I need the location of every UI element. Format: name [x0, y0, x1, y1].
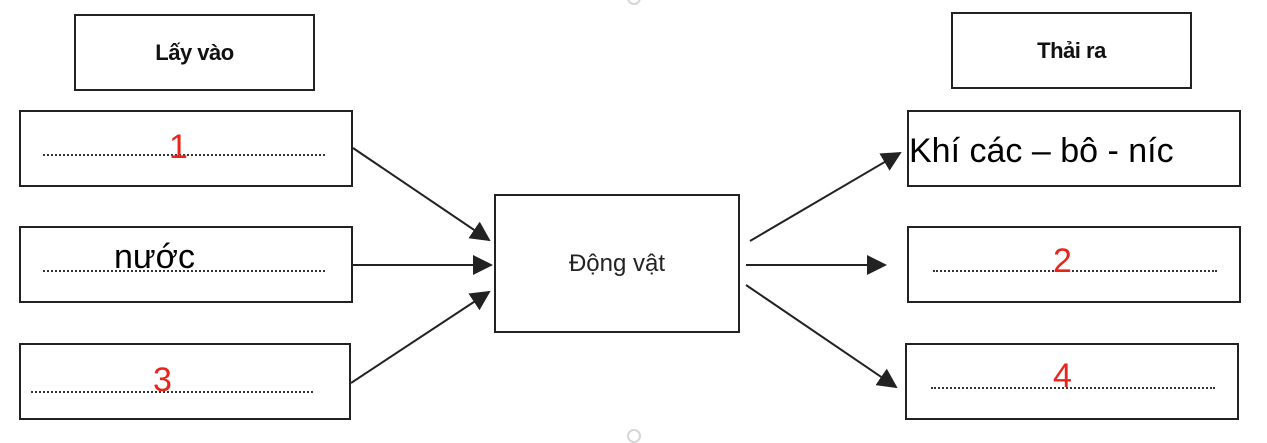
input-box-2: nước	[19, 226, 353, 303]
dotted-line	[43, 154, 325, 156]
output-box-3: 4	[905, 343, 1239, 420]
output-header: Thải ra	[951, 12, 1192, 89]
input-header: Lấy vào	[74, 14, 315, 91]
output-header-label: Thải ra	[1037, 37, 1106, 63]
output-box-1: Khí các – bô - níc	[907, 110, 1241, 187]
input-text-water: nước	[114, 238, 195, 276]
arrow-output-1	[749, 151, 902, 242]
arrow-input-1	[352, 147, 491, 242]
center-box-animal: Động vật	[494, 194, 740, 333]
output-text-co2: Khí các – bô - níc	[909, 132, 1174, 170]
input-box-1: 1	[19, 110, 353, 187]
output-box-2: 2	[907, 226, 1241, 303]
dotted-line	[43, 270, 325, 272]
input-number-1: 1	[169, 128, 188, 166]
input-header-label: Lấy vào	[155, 39, 234, 65]
dotted-line	[931, 387, 1215, 389]
output-number-4: 4	[1053, 357, 1072, 395]
dotted-line	[31, 391, 313, 393]
output-number-2: 2	[1053, 242, 1072, 280]
input-number-3: 3	[153, 361, 172, 399]
input-box-3: 3	[19, 343, 351, 420]
center-label: Động vật	[568, 249, 666, 277]
arrow-output-3	[745, 284, 898, 389]
dotted-line	[933, 270, 1217, 272]
arrow-input-3	[350, 290, 491, 384]
